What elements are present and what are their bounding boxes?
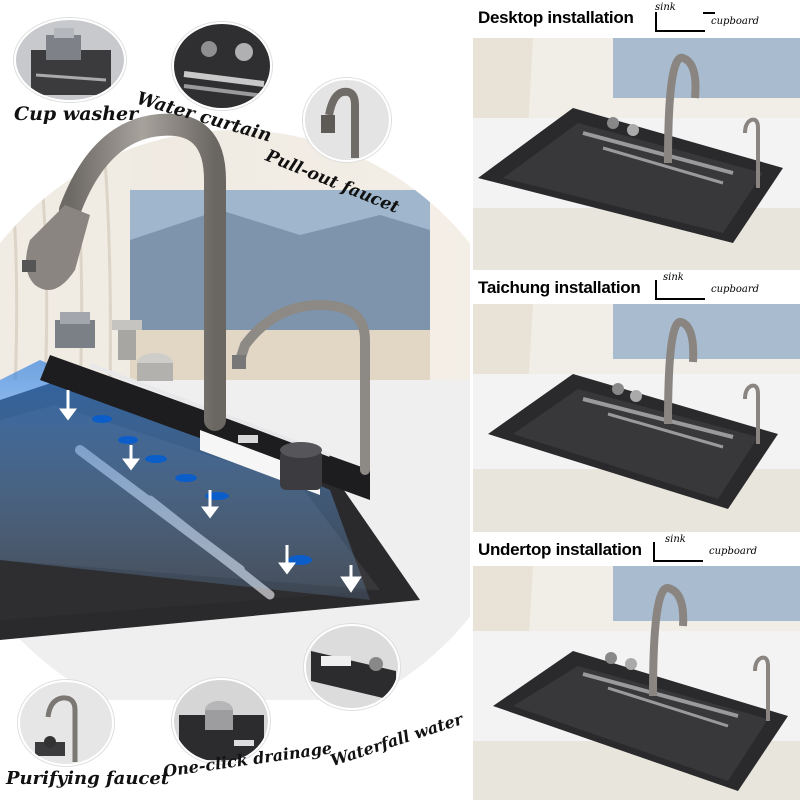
taichung-installation-header: Taichung installation sink cupboard: [473, 270, 800, 306]
cupboard-label: cupboard: [709, 546, 758, 557]
taichung-installation-title: Taichung installation: [478, 278, 641, 297]
desktop-installation-photo: [473, 38, 800, 270]
main-sink-illustration: [0, 113, 470, 700]
cup-washer-thumbnail: [14, 18, 126, 102]
pull-out-faucet-thumbnail: [303, 78, 391, 162]
water-curtain-thumbnail: [172, 22, 272, 110]
purifying-faucet-label: Purifying faucet: [6, 768, 170, 789]
undertop-installation-header: Undertop installation sink cupboard: [473, 532, 800, 568]
bracket-step: [703, 12, 715, 14]
purifying-faucet-thumbnail: [18, 680, 114, 766]
sink-label: sink: [663, 272, 684, 283]
undertop-installation-photo: [473, 566, 800, 800]
desktop-installation-header: Desktop installation sink cupboard: [473, 0, 800, 36]
cupboard-label: cupboard: [711, 16, 760, 27]
desktop-installation-title: Desktop installation: [478, 8, 634, 27]
cup-washer-label: Cup washer: [14, 103, 139, 125]
taichung-installation-photo: [473, 304, 800, 532]
sink-cupboard-diagram: [655, 12, 705, 32]
sink-label: sink: [665, 534, 686, 545]
one-click-drainage-thumbnail: [172, 678, 270, 764]
main-product-photo: Cup washer Water curtain Pull-out faucet…: [0, 18, 470, 789]
sink-label: sink: [655, 2, 676, 13]
sink-cupboard-diagram: [655, 280, 705, 300]
undertop-installation-title: Undertop installation: [478, 540, 642, 559]
cupboard-label: cupboard: [711, 284, 760, 295]
sink-cupboard-diagram: [653, 542, 703, 562]
waterfall-water-thumbnail: [304, 624, 400, 710]
